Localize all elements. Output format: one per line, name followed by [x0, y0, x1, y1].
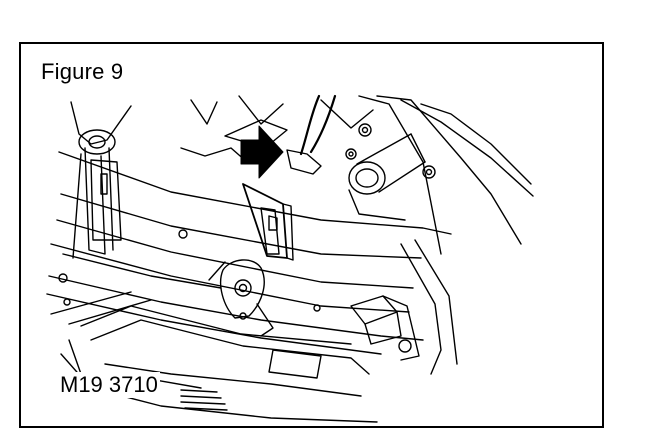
figure-frame: Figure 9 M19 3710 — [19, 42, 604, 428]
sump-pan — [61, 306, 377, 422]
right-bracket — [351, 240, 457, 374]
cable-assembly — [287, 96, 435, 178]
left-bracket — [73, 130, 121, 258]
arrow-right-icon — [241, 126, 283, 178]
figure-title: Figure 9 — [41, 59, 124, 84]
figure-code: M19 3710 — [58, 372, 160, 398]
upper-panels — [71, 96, 533, 254]
lower-mount — [209, 260, 273, 336]
crossmember-beams — [47, 152, 451, 354]
technical-illustration — [21, 44, 602, 426]
retaining-clip — [243, 184, 293, 260]
cylinder-actuator — [349, 134, 425, 220]
